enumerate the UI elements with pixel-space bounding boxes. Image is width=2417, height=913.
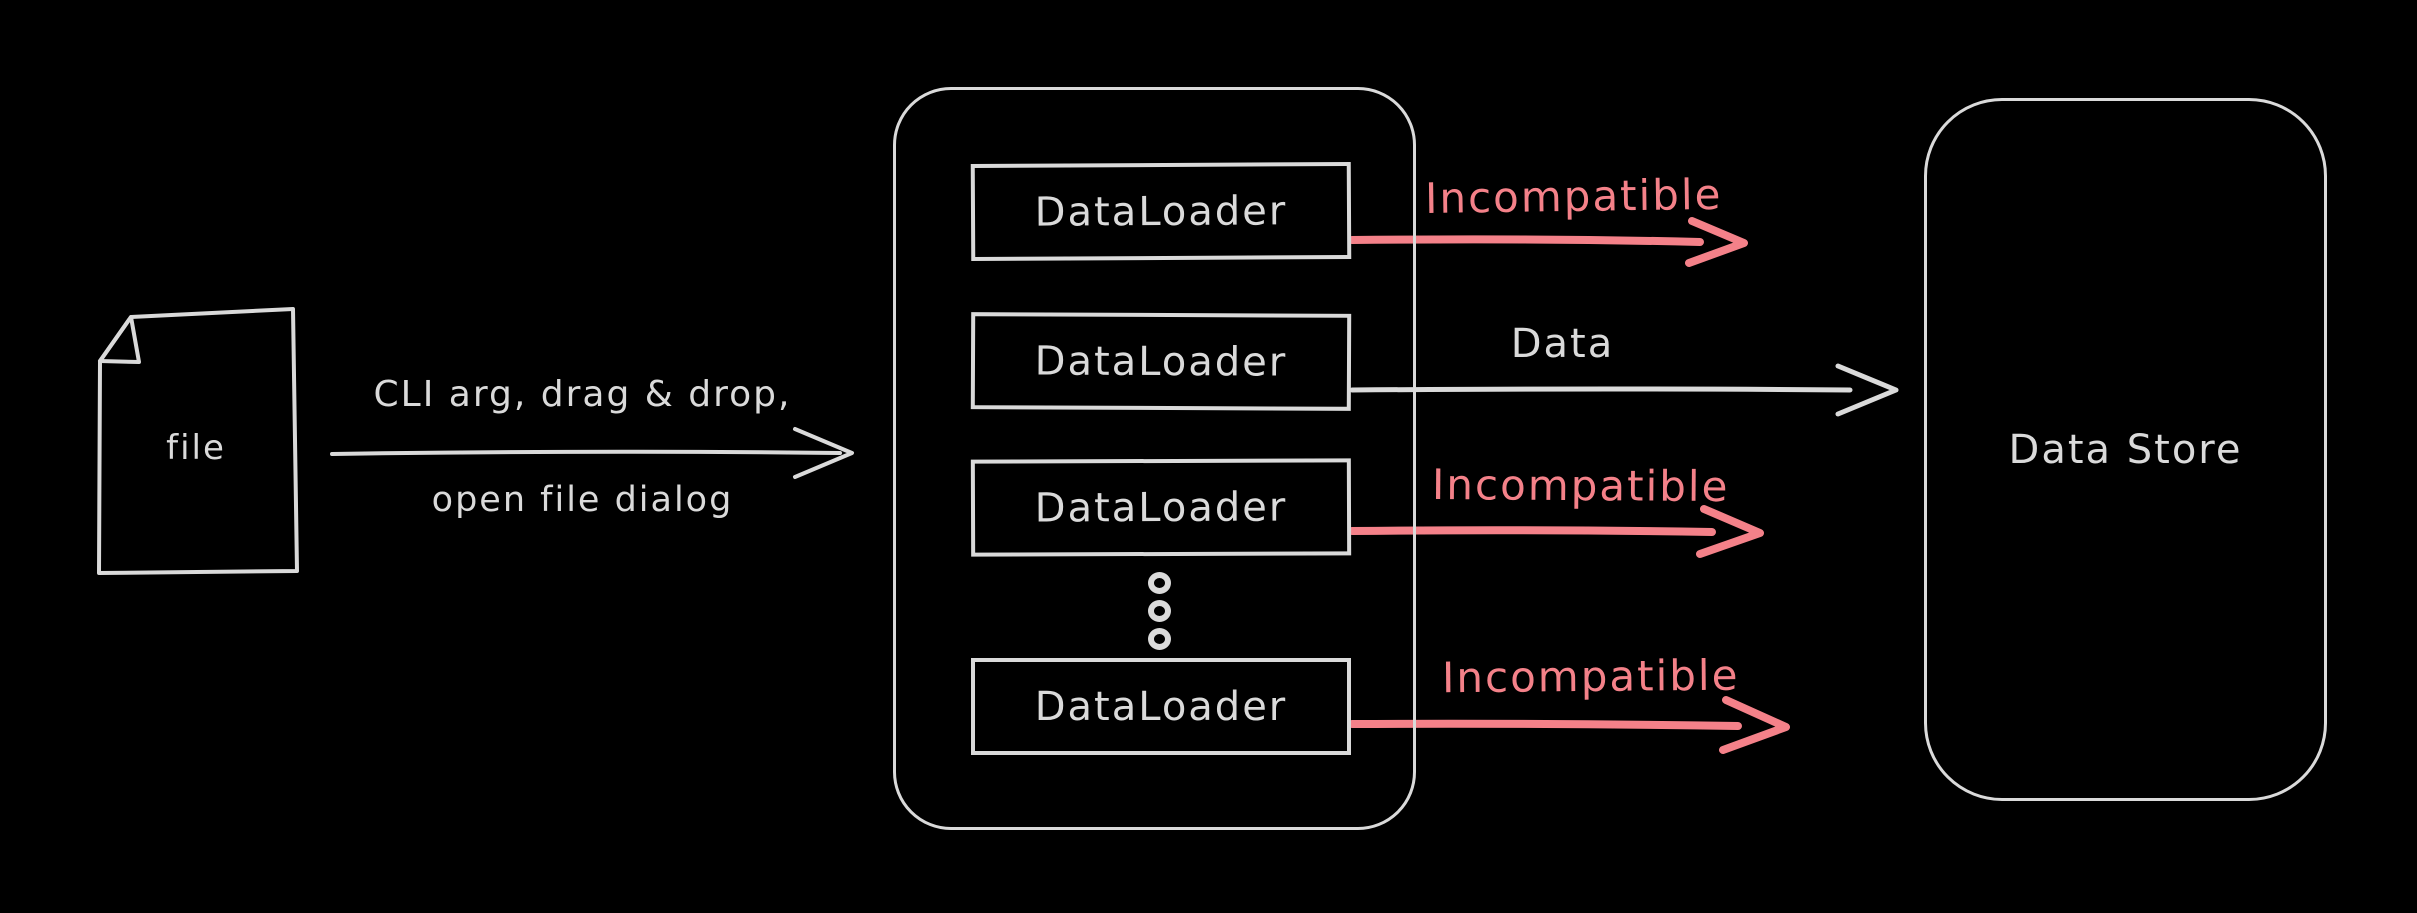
dataloader-box-3: DataLoader: [970, 458, 1352, 557]
output-label-incompatible-1: Incompatible: [1424, 169, 1723, 223]
ellipsis-dot: [1148, 600, 1171, 622]
dataloader-container: DataLoader DataLoader DataLoader DataLoa…: [893, 87, 1416, 830]
arrow-head: [1719, 696, 1790, 754]
output-label-incompatible-2: Incompatible: [1431, 460, 1730, 512]
output-arrow-data: [1349, 363, 1899, 417]
file-icon: [97, 307, 299, 575]
input-arrow-label-line2: open file dialog: [431, 480, 734, 520]
arrow-shaft: [1348, 526, 1716, 536]
data-store-box: Data Store: [1924, 98, 2327, 801]
arrow-head: [1696, 505, 1764, 558]
output-label-data: Data: [1510, 321, 1615, 367]
output-arrow-incompatible-2: [1348, 505, 1764, 558]
input-arrow: [330, 427, 854, 479]
ellipsis-dot: [1148, 572, 1171, 594]
dataloader-box-4: DataLoader: [971, 658, 1351, 755]
input-arrow-label-line1: CLI arg, drag & drop,: [373, 374, 792, 415]
dataloader-box-1: DataLoader: [970, 162, 1352, 261]
output-arrow-incompatible-1: [1348, 217, 1748, 267]
file-fold-corner: [98, 315, 141, 364]
arrow-head: [1685, 217, 1748, 267]
dataloader-label: DataLoader: [1034, 484, 1288, 531]
output-label-incompatible-3: Incompatible: [1441, 650, 1740, 703]
dataloader-box-2: DataLoader: [970, 312, 1352, 411]
dataloader-label: DataLoader: [1034, 187, 1288, 236]
file-label: file: [166, 428, 226, 468]
input-arrow-shaft: [330, 449, 842, 456]
input-arrow-head: [793, 427, 854, 479]
dataloader-label: DataLoader: [1034, 683, 1288, 730]
arrow-shaft: [1348, 719, 1742, 730]
output-arrow-incompatible-3: [1348, 696, 1790, 754]
arrow-head: [1835, 363, 1899, 417]
ellipsis-dot: [1148, 628, 1171, 650]
data-store-label: Data Store: [2008, 426, 2243, 473]
arrow-shaft: [1349, 386, 1853, 393]
dataloader-label: DataLoader: [1034, 337, 1288, 386]
arrow-shaft: [1348, 235, 1704, 246]
